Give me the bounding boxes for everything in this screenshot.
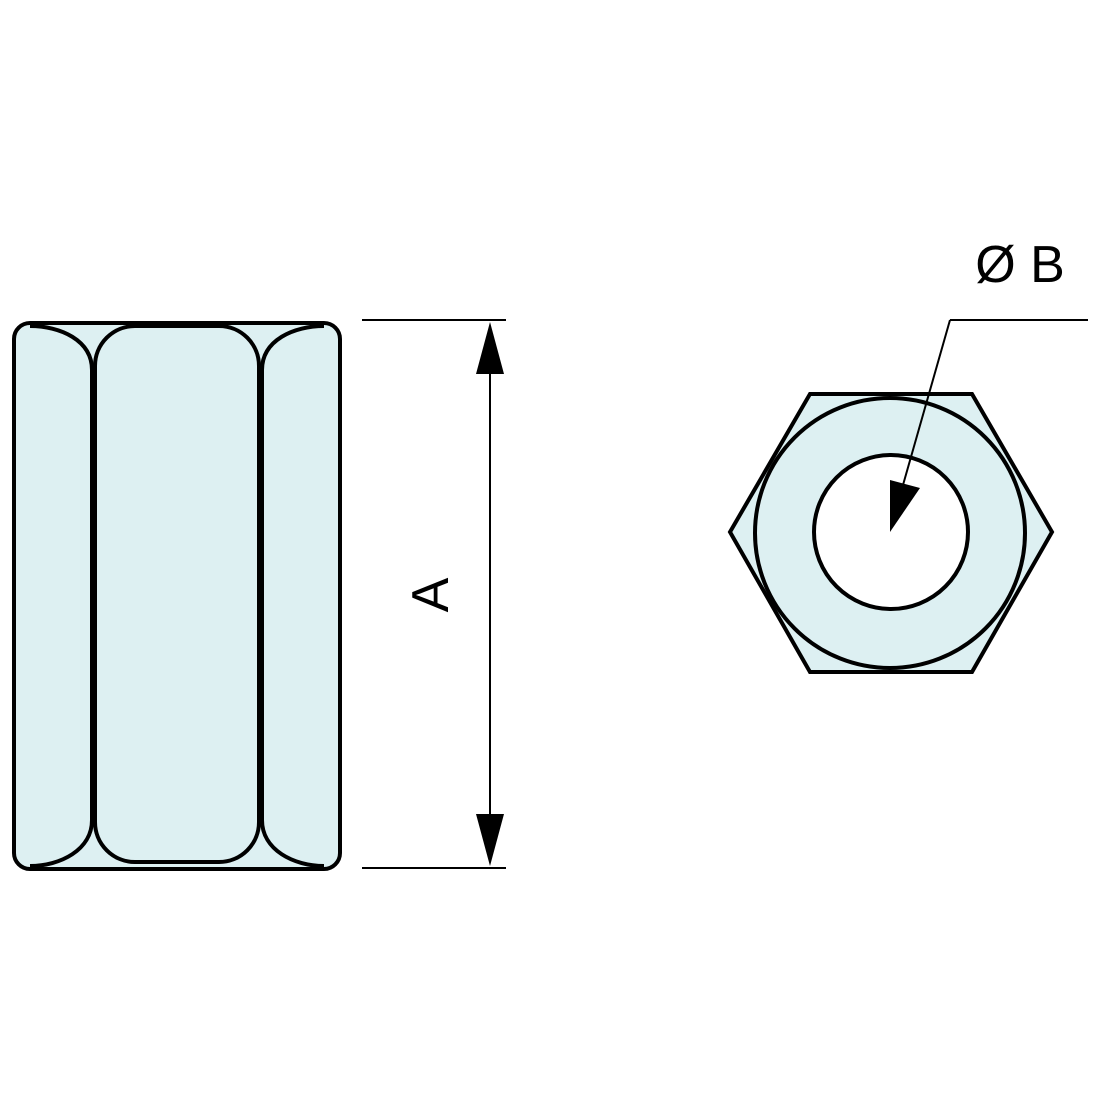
dimension-b-label: Ø B [975,236,1065,294]
arrow-diameter-icon [890,480,920,532]
right-flat [260,324,325,868]
center-flat [93,324,261,864]
left-flat [29,324,94,868]
leader-diagonal [902,319,951,486]
bore-hole [812,453,970,611]
dimension-a-label: A [402,577,460,612]
side-view [12,321,342,871]
arrow-down-icon [476,814,504,866]
arrow-up-icon [476,322,504,374]
end-view [727,392,1055,674]
dimension-a [362,319,506,869]
dimension-b [890,319,1088,532]
